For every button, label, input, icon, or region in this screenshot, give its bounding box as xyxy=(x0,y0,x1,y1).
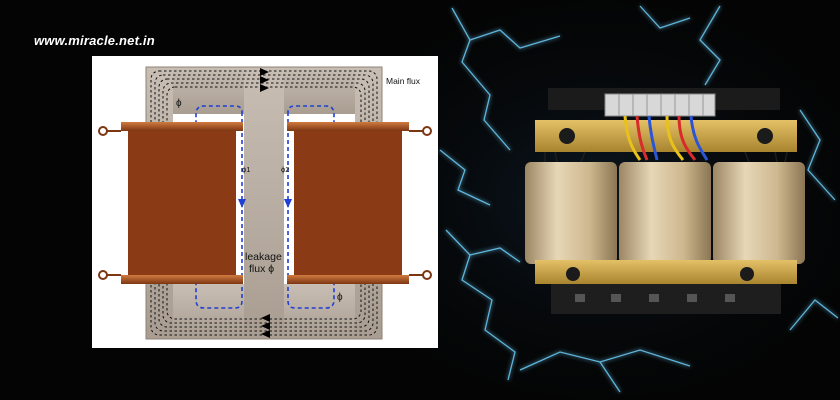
coil-drum-center xyxy=(619,162,711,264)
right-coil xyxy=(287,122,432,284)
leakage-flux-label-line1: leakage xyxy=(245,251,282,263)
terminal-icon xyxy=(422,126,432,136)
three-phase-reactor-photo xyxy=(525,88,805,314)
coil-drum-left xyxy=(525,162,617,264)
leakage-flux-arrows xyxy=(238,199,292,208)
terminal-icon xyxy=(98,126,108,136)
terminal-block xyxy=(604,93,716,117)
terminal-icon xyxy=(98,270,108,280)
phi-label-bottom: ϕ xyxy=(337,292,343,303)
lead-wires xyxy=(623,115,709,161)
left-coil xyxy=(98,122,243,284)
leakage-flux-lines xyxy=(195,105,335,309)
leakage-flux-label-line2: flux ϕ xyxy=(249,263,274,275)
terminal-icon xyxy=(422,270,432,280)
transformer-flux-diagram: Main flux ϕ ϕ ϕ1 ϕ2 leakage flux ϕ xyxy=(92,56,438,348)
main-flux-label: Main flux xyxy=(386,76,421,86)
phi2-label: ϕ2 xyxy=(281,165,289,174)
mounting-base xyxy=(551,284,781,314)
phi1-label: ϕ1 xyxy=(242,165,250,174)
site-url-text: www.miracle.net.in xyxy=(34,33,155,48)
coil-drum-right xyxy=(713,162,805,264)
main-flux-arrows xyxy=(260,68,270,338)
phi-label-top: ϕ xyxy=(176,98,182,109)
